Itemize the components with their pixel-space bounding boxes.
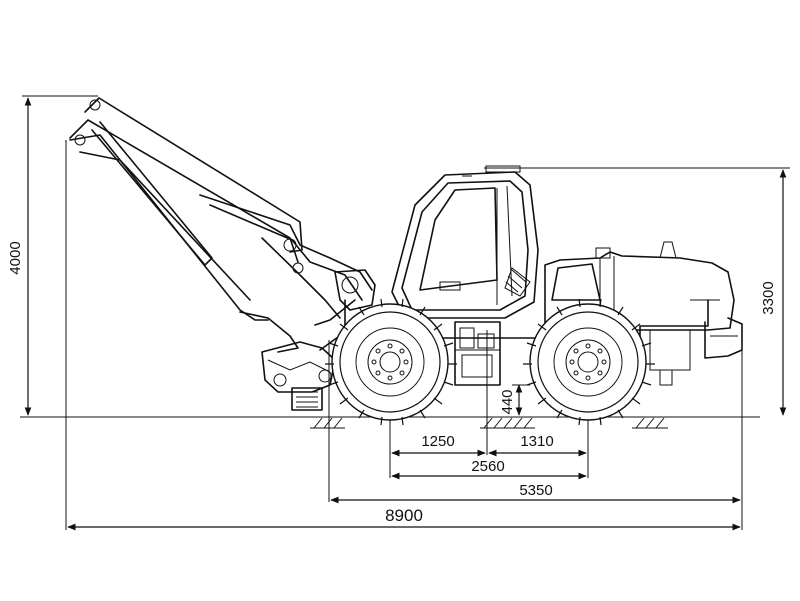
dimension-label-body-length: 5350	[519, 482, 552, 499]
boom-arm	[69, 97, 376, 326]
dimension-body-length: 5350	[330, 482, 741, 504]
dimension-cab-height: 3300	[760, 169, 787, 416]
dimension-label-pivot-to-rear: 1310	[520, 433, 553, 450]
front-wheel	[325, 298, 457, 426]
dimension-total-length: 8900	[67, 506, 741, 531]
dimension-label-ground-clearance: 440	[499, 389, 516, 414]
dimension-wheelbase: 2560	[391, 458, 587, 480]
dimension-label-front-to-pivot: 1250	[421, 433, 454, 450]
dimension-label-total-length: 8900	[385, 506, 423, 525]
rear-wheel	[523, 298, 655, 426]
dimension-max-height: 4000	[7, 97, 32, 416]
dimension-label-max-height: 4000	[7, 241, 24, 274]
dimension-label-wheelbase: 2560	[471, 458, 504, 475]
extension-lines	[22, 95, 790, 530]
dimension-pivot-to-rear: 1310	[488, 433, 587, 457]
dimension-label-cab-height: 3300	[760, 281, 777, 314]
dimension-front-to-pivot: 1250	[391, 433, 486, 457]
operator-cab	[391, 165, 539, 319]
dimension-ground-clearance: 440	[499, 384, 530, 416]
engine-hood	[544, 241, 743, 386]
